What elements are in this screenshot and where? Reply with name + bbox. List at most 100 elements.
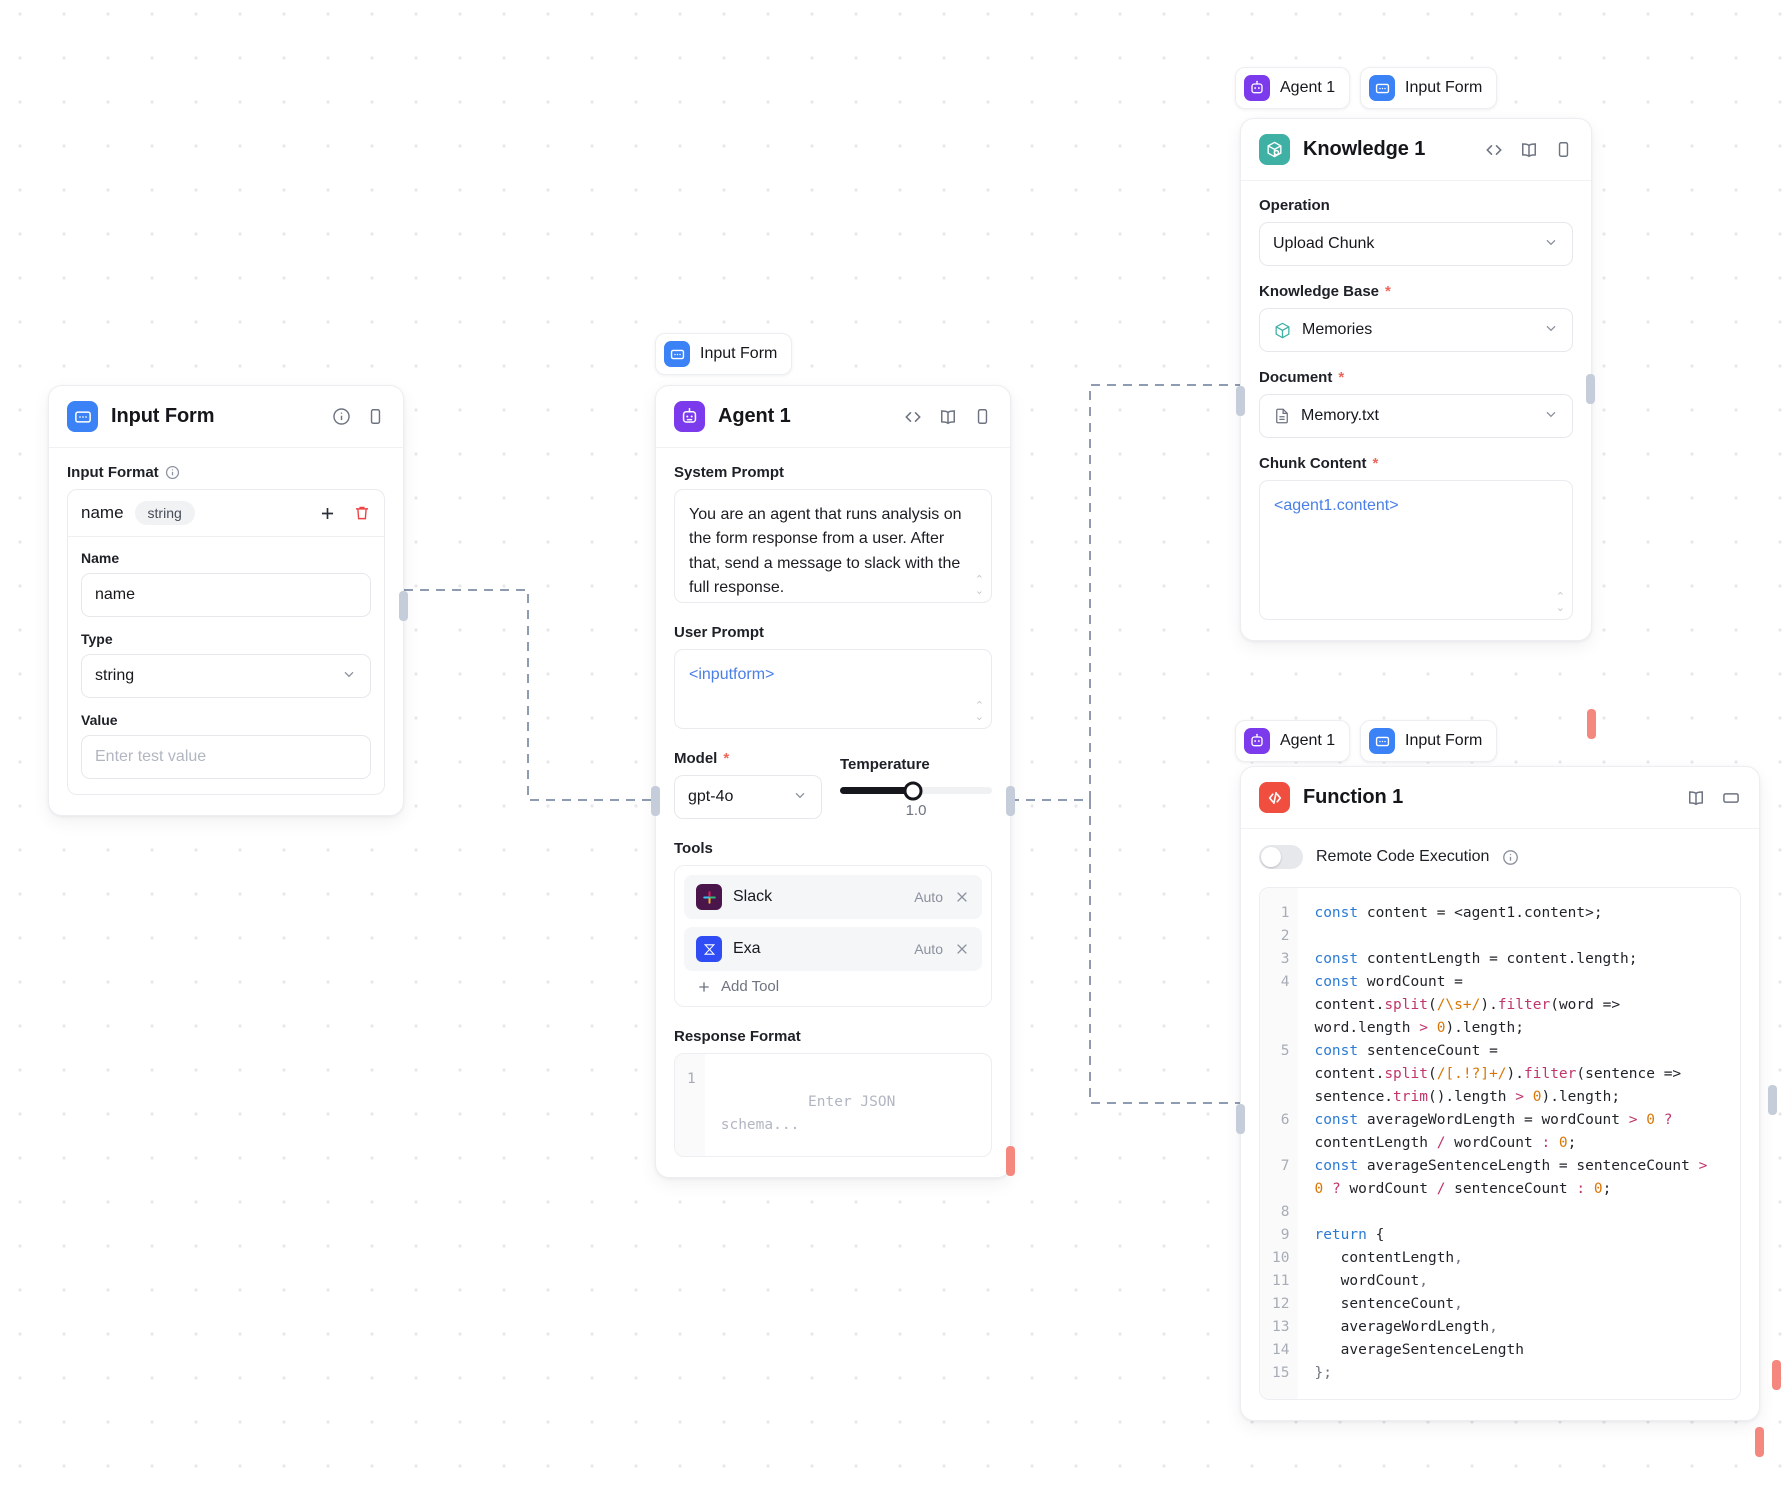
- panel-icon[interactable]: [366, 407, 385, 426]
- error-port-function[interactable]: [1755, 1427, 1764, 1457]
- panel-icon[interactable]: [1554, 140, 1573, 159]
- input-port-knowledge[interactable]: [1236, 386, 1245, 416]
- offscreen-port-right-mid[interactable]: [1768, 1085, 1777, 1115]
- error-port-knowledge[interactable]: [1587, 709, 1596, 739]
- type-select[interactable]: string: [81, 654, 371, 698]
- node-agent-1[interactable]: Agent 1 System Prompt You are an agent t…: [651, 385, 1015, 1178]
- tool-row-exa[interactable]: Exa Auto: [684, 927, 982, 971]
- resize-grip-icon[interactable]: ⌃⌄: [974, 574, 984, 597]
- code-line: averageSentenceLength: [1314, 1342, 1524, 1358]
- delete-field-button[interactable]: [353, 504, 371, 522]
- code-line: averageWordLength,: [1314, 1319, 1498, 1335]
- remote-code-execution-toggle[interactable]: [1259, 845, 1303, 869]
- add-field-button[interactable]: [318, 504, 337, 523]
- line-number: 8: [1280, 1204, 1290, 1220]
- slider-knob[interactable]: [903, 781, 923, 800]
- code-line: const sentenceCount = content.split(/[.!…: [1314, 1043, 1682, 1105]
- tools-label: Tools: [674, 840, 713, 857]
- name-input[interactable]: name: [81, 573, 371, 617]
- operation-select[interactable]: Upload Chunk: [1259, 222, 1573, 266]
- badge-label: Agent 1: [1280, 732, 1336, 749]
- model-select[interactable]: gpt-4o: [674, 775, 822, 819]
- chevron-down-icon: [792, 787, 808, 808]
- system-prompt-label: System Prompt: [674, 464, 785, 481]
- offscreen-port-right-top[interactable]: [1586, 374, 1595, 404]
- info-icon[interactable]: [165, 465, 180, 480]
- offscreen-error-port-right[interactable]: [1772, 1360, 1781, 1390]
- input-port-agent[interactable]: [651, 786, 660, 816]
- chevron-down-icon: [1543, 406, 1559, 427]
- node-function-1[interactable]: Function 1 Remote Code Execution: [1236, 766, 1764, 1457]
- field-name-display: name: [81, 503, 124, 522]
- system-prompt-textarea[interactable]: You are an agent that runs analysis on t…: [674, 489, 992, 603]
- badge-input-form-agent[interactable]: Input Form: [655, 333, 793, 375]
- book-icon[interactable]: [938, 407, 958, 427]
- badge-label: Input Form: [700, 345, 778, 362]
- line-number: 15: [1272, 1365, 1290, 1381]
- code-content[interactable]: const content = <agent1.content>; const …: [1298, 888, 1740, 1399]
- field-type-chip: string: [134, 501, 195, 525]
- info-icon[interactable]: [1502, 849, 1519, 866]
- code-line: [1314, 925, 1726, 948]
- code-icon[interactable]: [903, 407, 923, 427]
- chevron-down-icon: [341, 666, 357, 687]
- badge-input-form-function[interactable]: Input Form: [1360, 720, 1498, 762]
- badge-input-form-knowledge[interactable]: Input Form: [1360, 67, 1498, 109]
- response-format-editor[interactable]: 1 Enter JSON schema...: [674, 1053, 992, 1157]
- code-brackets-icon: [1259, 782, 1290, 813]
- temperature-slider[interactable]: [840, 781, 992, 800]
- value-input[interactable]: Enter test value: [81, 735, 371, 779]
- document-select[interactable]: Memory.txt: [1259, 394, 1573, 438]
- node-input-form[interactable]: Input Form Input Format: [48, 385, 408, 816]
- error-port-agent[interactable]: [1006, 1146, 1015, 1176]
- value-label: Value: [81, 712, 118, 728]
- slack-icon: [696, 884, 722, 910]
- exa-icon: [696, 936, 722, 962]
- book-icon[interactable]: [1519, 140, 1539, 160]
- tool-name: Exa: [733, 940, 761, 957]
- add-tool-button[interactable]: Add Tool: [684, 971, 982, 997]
- user-prompt-label: User Prompt: [674, 624, 765, 641]
- input-form-icon: [664, 341, 690, 367]
- user-prompt-text: <inputform>: [689, 666, 775, 683]
- knowledge-base-select[interactable]: Memories: [1259, 308, 1573, 352]
- agent-robot-icon: [674, 401, 705, 432]
- code-line: const content = <agent1.content>;: [1314, 905, 1603, 921]
- line-numbers: 1: [675, 1054, 705, 1156]
- chevron-down-icon: [1543, 234, 1559, 255]
- plus-icon: [699, 981, 709, 992]
- chunk-content-text: <agent1.content>: [1274, 497, 1399, 514]
- output-port-input-form[interactable]: [399, 591, 408, 621]
- tool-row-slack[interactable]: Slack Auto: [684, 875, 982, 919]
- chunk-content-textarea[interactable]: <agent1.content> ⌃⌄: [1259, 480, 1573, 620]
- remove-tool-button[interactable]: [954, 941, 970, 957]
- value-placeholder: Enter test value: [95, 748, 207, 765]
- panel-icon[interactable]: [973, 407, 992, 426]
- document-label: Document*: [1259, 369, 1345, 386]
- input-form-header: Input Form: [49, 386, 403, 448]
- resize-grip-icon[interactable]: ⌃⌄: [1555, 591, 1565, 614]
- resize-grip-icon[interactable]: ⌃⌄: [974, 700, 984, 723]
- input-port-function[interactable]: [1236, 1104, 1245, 1134]
- badge-agent-1-knowledge[interactable]: Agent 1: [1235, 67, 1351, 109]
- required-marker: *: [1338, 369, 1345, 386]
- type-label: Type: [81, 631, 113, 647]
- book-icon[interactable]: [1686, 788, 1706, 808]
- node-knowledge-1[interactable]: Knowledge 1 Operation Upload Chunk: [1236, 118, 1596, 739]
- input-format-box: name string Name: [67, 489, 385, 795]
- info-icon[interactable]: [332, 407, 351, 426]
- output-port-agent[interactable]: [1006, 786, 1015, 816]
- input-format-row[interactable]: name string: [68, 490, 384, 537]
- tool-mode[interactable]: Auto: [914, 941, 943, 957]
- expand-window-icon[interactable]: [1721, 788, 1741, 808]
- code-icon[interactable]: [1484, 140, 1504, 160]
- add-tool-label: Add Tool: [721, 978, 780, 995]
- tool-mode[interactable]: Auto: [914, 889, 943, 905]
- remove-tool-button[interactable]: [954, 889, 970, 905]
- badge-agent-1-function[interactable]: Agent 1: [1235, 720, 1351, 762]
- user-prompt-textarea[interactable]: <inputform> ⌃⌄: [674, 649, 992, 729]
- badge-label: Agent 1: [1280, 79, 1336, 96]
